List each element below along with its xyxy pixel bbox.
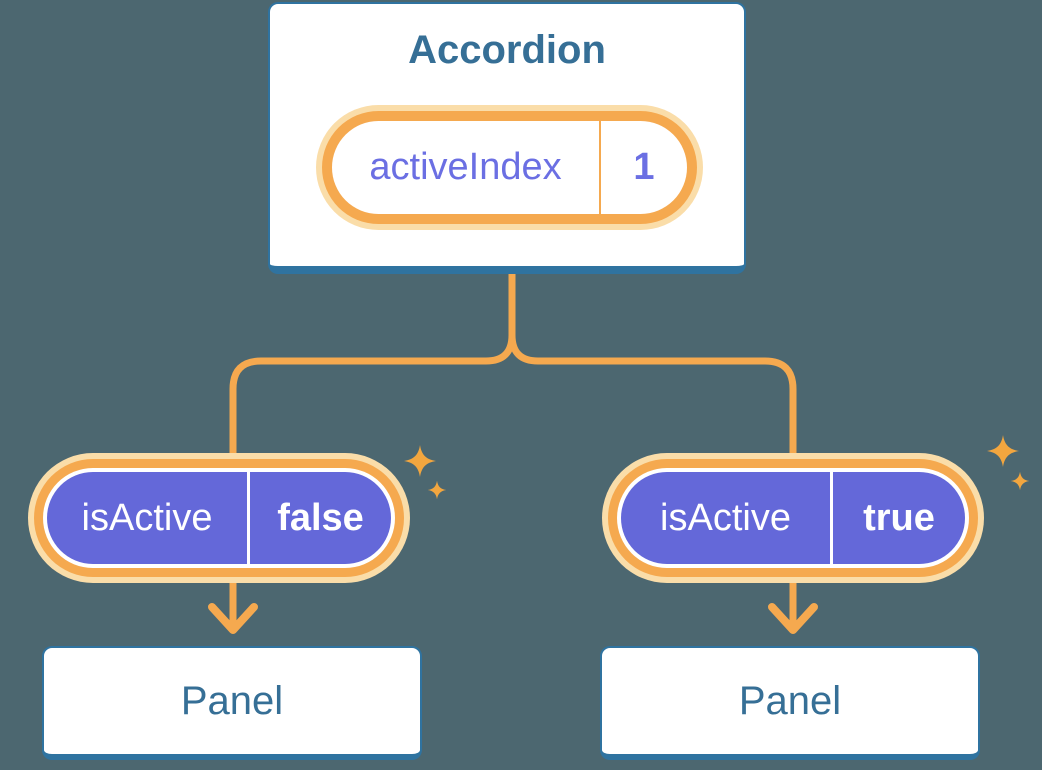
sparkle-icon [1010,471,1030,491]
panel-title: Panel [180,678,284,723]
state-pill-activeindex: activeIndex 1 [316,105,703,230]
prop-pill-divider [247,472,250,564]
panel-card-left: Panel [42,646,422,760]
prop-pill-body: isActive true [621,472,965,564]
prop-pill-divider [830,472,833,564]
panel-card-right: Panel [600,646,980,760]
state-value: 1 [633,146,655,188]
arrowhead-left-icon [208,603,258,634]
accordion-title: Accordion [408,28,606,72]
prop-value: false [277,496,364,539]
prop-value: true [863,496,935,539]
arrowhead-right-icon [768,603,818,634]
prop-pill-body: isActive false [47,472,391,564]
panel-title: Panel [738,678,842,723]
prop-pill-gap: isActive true [617,468,969,568]
prop-pill-right: isActive true [602,453,984,583]
state-pill-divider [599,121,601,214]
prop-pill-ring: isActive true [608,459,978,577]
prop-name: isActive [660,496,791,539]
state-name: activeIndex [369,146,562,188]
sparkle-icon [987,435,1019,467]
sparkle-icon [427,480,447,500]
state-pill-core: activeIndex 1 [332,121,687,214]
connector-branch-right [508,270,797,630]
prop-name: isActive [81,496,213,539]
prop-pill-ring: isActive false [34,459,404,577]
sparkle-icon [404,445,436,477]
prop-pill-left: isActive false [28,453,410,583]
state-pill-ring: activeIndex 1 [322,111,697,224]
prop-pill-gap: isActive false [43,468,395,568]
